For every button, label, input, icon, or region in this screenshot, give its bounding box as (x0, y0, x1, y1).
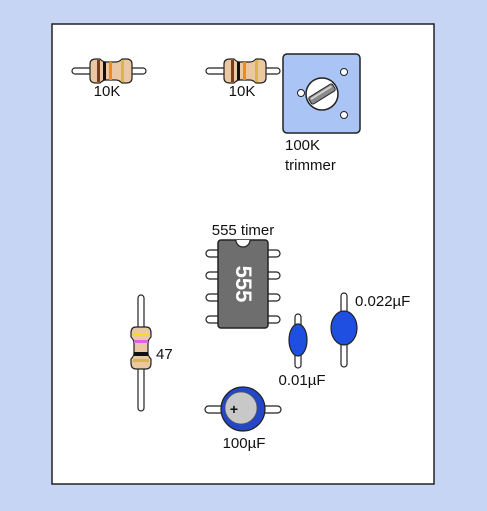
band-gold (121, 60, 124, 82)
resistor-10k-2 (205, 58, 281, 84)
polarity-plus-icon: + (230, 401, 238, 417)
capacitor-body (330, 310, 358, 346)
resistor-10k-2-label: 10K (229, 83, 256, 100)
resistor-47-label: 47 (156, 346, 173, 363)
trimmer-label-value: 100K (285, 137, 320, 154)
capacitor-can-top (224, 391, 258, 425)
band-orange (109, 62, 112, 80)
capacitor-0-01uf (288, 313, 308, 369)
capacitor-0-022uf (330, 292, 358, 368)
band-violet (134, 340, 148, 343)
capacitor-100uf-electrolytic: + (204, 386, 282, 432)
resistor-47 (130, 294, 152, 412)
band-gold (133, 359, 149, 362)
capacitor-0-01uf-label: 0.01µF (279, 372, 326, 389)
capacitor-body (288, 323, 308, 357)
ic-notch (235, 239, 251, 248)
band-brown (97, 60, 100, 82)
resistor-10k-1-label: 10K (94, 83, 121, 100)
trimmer-label-type: trimmer (285, 157, 336, 174)
trimmer-pin-hole (297, 89, 305, 97)
band-yellow (133, 333, 149, 336)
band-orange (243, 62, 246, 80)
band-gold (255, 60, 258, 82)
band-black (237, 62, 240, 80)
trimmer-pin-hole (340, 68, 348, 76)
trimmer-pin-hole (340, 111, 348, 119)
ic-chip-text: 555 (231, 266, 256, 303)
resistor-10k-1 (71, 58, 147, 84)
ic-555-chip: 555 (205, 239, 281, 329)
timer-label: 555 timer (212, 222, 275, 239)
band-brown (231, 60, 234, 82)
trimmer-potentiometer (282, 53, 361, 134)
trimmer-screw-slot (308, 83, 336, 105)
resistor-body (130, 326, 152, 370)
capacitor-0-022uf-label: 0.022µF (355, 293, 410, 310)
band-black (103, 62, 106, 80)
band-black (134, 352, 148, 356)
capacitor-100uf-label: 100µF (223, 435, 266, 452)
